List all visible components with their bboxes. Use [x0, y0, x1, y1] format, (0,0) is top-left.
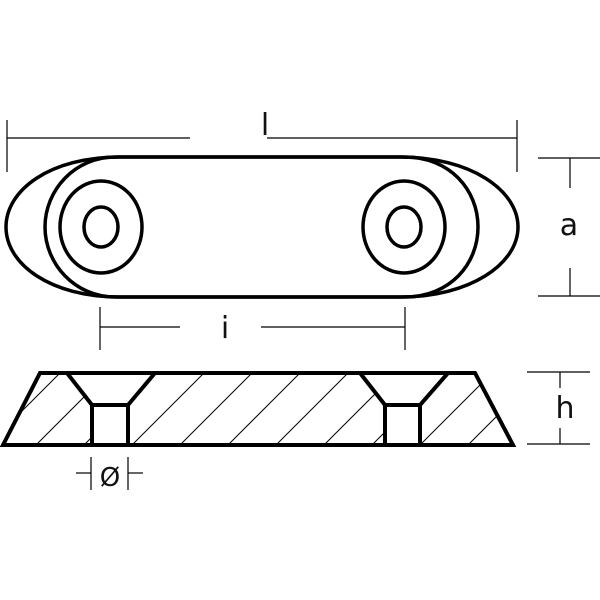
dimension-h-label: h — [555, 391, 574, 426]
hatch-line — [419, 373, 501, 445]
right-hole — [385, 205, 423, 249]
right-countersink — [358, 371, 450, 445]
hatch-line — [275, 373, 357, 445]
hatch-line — [131, 373, 213, 445]
dimension-i — [99, 307, 406, 350]
dimension-l-label: l — [261, 108, 269, 143]
left-boss — [58, 179, 144, 275]
hatch-line — [3, 373, 69, 445]
dimension-a-label: a — [560, 208, 578, 243]
left-countersink — [65, 371, 157, 445]
dimension-diameter — [76, 457, 143, 490]
dimension-diameter-label: Ø — [100, 463, 120, 493]
section-outline — [0, 371, 517, 447]
dimension-l — [6, 120, 518, 172]
hatch-line — [227, 373, 309, 445]
right-boss — [361, 179, 447, 275]
dimension-i-label: i — [221, 311, 229, 346]
inner-stadium — [43, 155, 480, 299]
left-hole — [82, 205, 120, 249]
top-view — [4, 155, 520, 299]
side-section-view: (function(){ const g=document.currentScr… — [0, 371, 517, 447]
dimension-a — [538, 157, 600, 297]
hatch-line — [179, 373, 261, 445]
dimension-h — [527, 371, 590, 445]
